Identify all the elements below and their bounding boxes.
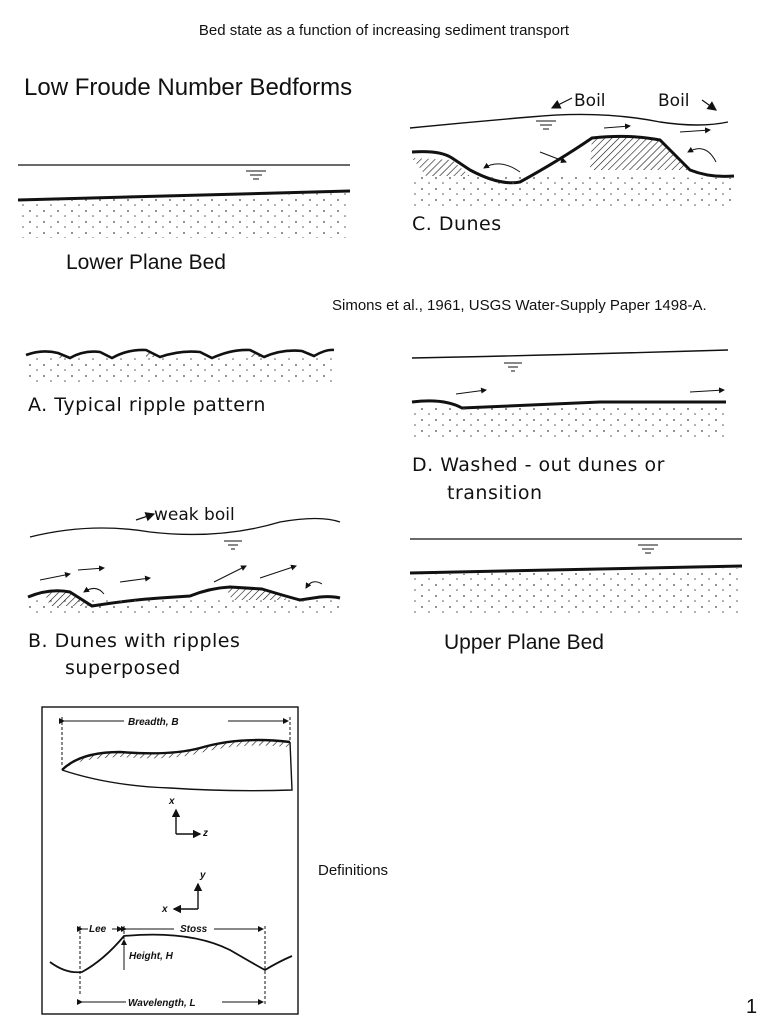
stoss-label: Stoss — [180, 924, 208, 935]
axis-x-label-bottom: x — [161, 904, 168, 915]
definitions-figure: Breadth, B x z y x Lee Stoss Height, H W… — [41, 706, 299, 1015]
water-surface-symbol — [638, 544, 658, 554]
lower-plane-bed-diagram — [17, 164, 351, 238]
upper-plane-bed-diagram — [409, 538, 743, 614]
wavelength-label: Wavelength, L — [128, 998, 196, 1009]
boil-label-1: Boil — [574, 91, 606, 111]
ripple-pattern-label: A. Typical ripple pattern — [28, 394, 266, 416]
washed-out-dunes-label-line1: D. Washed - out dunes or — [412, 454, 665, 476]
height-label: Height, H — [129, 951, 174, 962]
dunes-with-ripples-label: B. Dunes with ripples superposed — [28, 628, 240, 682]
ripple-pattern-diagram — [25, 348, 335, 385]
breadth-label: Breadth, B — [128, 717, 179, 728]
water-surface-symbol — [536, 120, 556, 130]
water-surface-symbol — [224, 540, 242, 550]
definitions-label: Definitions — [318, 862, 389, 879]
axis-y-label: y — [199, 870, 206, 881]
water-surface-symbol — [246, 170, 266, 180]
dunes-diagram — [409, 97, 735, 206]
dunes-with-ripples-label-line2: superposed — [65, 657, 181, 679]
dunes-label: C. Dunes — [412, 213, 502, 235]
dunes-with-ripples-diagram — [27, 512, 341, 615]
axis-z-label: z — [202, 828, 208, 839]
weak-boil-label: weak boil — [154, 505, 235, 525]
citation: Simons et al., 1961, USGS Water-Supply P… — [332, 297, 707, 314]
dunes-with-ripples-label-line1: B. Dunes with ripples — [28, 630, 241, 652]
boil-label-2: Boil — [658, 91, 690, 111]
washed-out-dunes-label-line2: transition — [447, 482, 543, 504]
lower-plane-bed-label: Lower Plane Bed — [66, 251, 226, 274]
washed-out-dunes-label: D. Washed - out dunes or transition — [412, 451, 665, 507]
page-title: Bed state as a function of increasing se… — [198, 22, 570, 39]
water-surface-symbol — [504, 362, 522, 372]
page-number: 1 — [746, 996, 758, 1018]
definitions-frame — [41, 706, 299, 1015]
lee-label: Lee — [89, 924, 107, 935]
section-heading: Low Froude Number Bedforms — [24, 74, 353, 101]
axis-x-label-top: x — [168, 796, 175, 807]
washed-out-dunes-diagram — [411, 349, 729, 440]
upper-plane-bed-label: Upper Plane Bed — [444, 631, 604, 654]
